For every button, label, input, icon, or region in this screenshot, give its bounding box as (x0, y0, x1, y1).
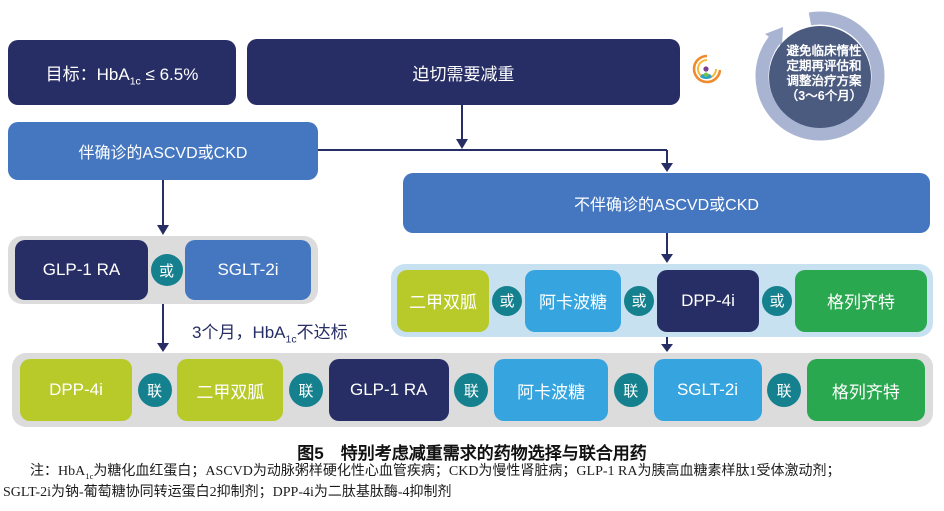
join-connector-icon: 联 (613, 373, 648, 407)
branch-with-ascvd-ckd-label: 伴确诊的ASCVD或CKD (78, 145, 248, 162)
row2-drug-gliclazide: 格列齐特 (795, 269, 927, 332)
cycle-line-4: （3～6个月） (785, 89, 863, 103)
or-connector-icon: 或 (492, 285, 522, 316)
row2-drug-dpp4i: DPP-4i (657, 269, 759, 332)
or-connector-icon: 或 (624, 285, 654, 316)
row2-drug-metformin: 二甲双胍 (397, 269, 489, 332)
note-line-1: 注：HbA1c为糖化血红蛋白；ASCVD为动脉粥样硬化性心血管疾病；CKD为慢性… (30, 464, 841, 481)
row1-drug-glp1ra: GLP-1 RA (15, 240, 148, 300)
goal-label: 目标：HbA1c ≤ 6.5% (45, 65, 199, 88)
urgent-weight-loss-label: 迫切需要减重 (412, 64, 515, 84)
join-connector-icon: 联 (289, 373, 324, 407)
row3-drug-panel: DPP-4i 联 二甲双胍 联 GLP-1 RA 联 阿卡波糖 联 SGLT-2… (12, 353, 933, 427)
join-connector-icon: 联 (454, 373, 489, 407)
row3-drug-metformin: 二甲双胍 (177, 359, 284, 421)
branch-with-ascvd-ckd-box: 伴确诊的ASCVD或CKD (8, 122, 318, 180)
join-connector-icon: 联 (137, 373, 172, 407)
branch-without-ascvd-ckd-label: 不伴确诊的ASCVD或CKD (574, 197, 759, 214)
figure-caption: 图5 特别考虑减重需求的药物选择与联合用药 (297, 444, 647, 463)
row1-drug-panel: GLP-1 RA 或 SGLT-2i (8, 236, 318, 304)
urgent-weight-loss-box: 迫切需要减重 (247, 39, 680, 105)
figure-notes: 注：HbA1c为糖化血红蛋白；ASCVD为动脉粥样硬化性心血管疾病；CKD为慢性… (3, 461, 941, 503)
row2-drug-panel: 二甲双胍 或 阿卡波糖 或 DPP-4i 或 格列齐特 (391, 264, 933, 337)
cycle-arrow-icon (755, 11, 885, 141)
row3-drug-gliclazide: 格列齐特 (806, 359, 925, 421)
cycle-line-1: 避免临床惰性 (786, 44, 862, 58)
or-connector-icon: 或 (150, 254, 183, 286)
row2-drug-acarbose: 阿卡波糖 (525, 269, 621, 332)
cycle-line-2: 定期再评估和 (786, 59, 862, 73)
note-line-2: SGLT-2i为钠-葡萄糖协同转运蛋白2抑制剂；DPP-4i为二肽基肽酶-4抑制… (3, 485, 452, 500)
reassess-cycle-note: 避免临床惰性 定期再评估和 调整治疗方案 （3～6个月） (764, 44, 884, 104)
cycle-line-3: 调整治疗方案 (786, 74, 862, 88)
join-connector-icon: 联 (767, 373, 802, 407)
three-month-note: 3个月，HbA1c不达标 (192, 323, 348, 346)
or-connector-icon: 或 (762, 285, 792, 316)
branch-without-ascvd-ckd-box: 不伴确诊的ASCVD或CKD (403, 173, 930, 233)
goal-box: 目标：HbA1c ≤ 6.5% (8, 40, 236, 105)
journal-logo-icon (692, 54, 721, 84)
row3-drug-acarbose: 阿卡波糖 (494, 359, 609, 421)
row3-drug-sglt2i: SGLT-2i (653, 359, 762, 421)
row1-drug-sglt2i: SGLT-2i (185, 240, 311, 300)
row3-drug-dpp4i: DPP-4i (20, 359, 132, 421)
row3-drug-glp1ra: GLP-1 RA (328, 359, 449, 421)
